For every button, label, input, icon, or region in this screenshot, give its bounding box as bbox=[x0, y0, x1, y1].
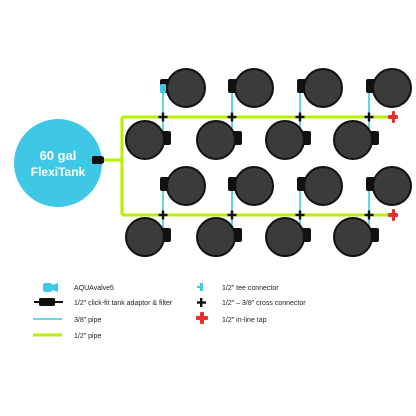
pot-lower-top-2 bbox=[228, 166, 274, 206]
cross-horizontal bbox=[295, 115, 305, 119]
cross-horizontal bbox=[295, 213, 305, 217]
pot-upper-bottom-1 bbox=[125, 120, 171, 160]
pot-body bbox=[333, 120, 373, 160]
pot-body bbox=[196, 120, 236, 160]
main-supply-pipe bbox=[104, 117, 124, 215]
cross-horizontal bbox=[158, 213, 168, 217]
legend-label-three-eighths-pipe: 3/8" pipe bbox=[74, 317, 102, 324]
inline-tap-1 bbox=[388, 111, 398, 123]
cross-connector-1-4 bbox=[364, 112, 374, 122]
flexitank-body bbox=[14, 119, 102, 207]
legend-label-inline-tap: 1/2" in-line tap bbox=[222, 317, 267, 324]
cross-horizontal bbox=[364, 213, 374, 217]
cross-connector-1-3 bbox=[295, 112, 305, 122]
pot-body bbox=[265, 217, 305, 257]
pot-lower-bottom-4 bbox=[333, 217, 379, 257]
inline-tap-icon bbox=[196, 312, 208, 324]
tee-connector-icon bbox=[197, 283, 203, 291]
tank-size-label: 60 gal bbox=[40, 148, 77, 163]
pot-body bbox=[234, 68, 274, 108]
pot-lower-bottom-1 bbox=[125, 217, 171, 257]
flexitank: 60 gal FlexiTank bbox=[14, 119, 104, 207]
tank-type-label: FlexiTank bbox=[31, 165, 86, 179]
legend-label-cross-connector: 1/2" – 3/8" cross connector bbox=[222, 300, 306, 307]
pot-body bbox=[125, 120, 165, 160]
tank-adaptor-filter-icon bbox=[34, 298, 63, 306]
inline-tap-2 bbox=[388, 209, 398, 221]
pot-body bbox=[125, 217, 165, 257]
pot-body bbox=[333, 217, 373, 257]
pot-lower-top-1 bbox=[160, 166, 206, 206]
pot-body bbox=[166, 166, 206, 206]
pot-body bbox=[166, 68, 206, 108]
tee-aquavalve bbox=[160, 84, 166, 93]
pot-upper-top-3 bbox=[297, 68, 343, 108]
pot-lower-bottom-3 bbox=[265, 217, 311, 257]
filter-body bbox=[92, 156, 103, 164]
legend-label-tee-connector: 1/2" tee connector bbox=[222, 285, 279, 292]
pot-body bbox=[372, 166, 412, 206]
pot-upper-top-1 bbox=[160, 68, 206, 108]
legend-label-half-pipe: 1/2" pipe bbox=[74, 333, 102, 340]
pot-body bbox=[303, 166, 343, 206]
tank-adaptor-filter bbox=[92, 156, 104, 164]
pot-upper-top-2 bbox=[228, 68, 274, 108]
pot-body bbox=[234, 166, 274, 206]
cross-connector-1-2 bbox=[227, 112, 237, 122]
legend: AQUAvalve5 1/2" click-fit tank adaptor &… bbox=[33, 283, 306, 340]
cross-horizontal bbox=[364, 115, 374, 119]
pot-upper-bottom-4 bbox=[333, 120, 379, 160]
pot-lower-top-4 bbox=[366, 166, 412, 206]
pot-upper-bottom-2 bbox=[196, 120, 242, 160]
pot-upper-bottom-3 bbox=[265, 120, 311, 160]
plant-pots bbox=[125, 68, 412, 257]
aquavalve-icon bbox=[43, 283, 58, 292]
legend-label-tank-adaptor: 1/2" click-fit tank adaptor & filter bbox=[74, 300, 173, 307]
pot-lower-top-3 bbox=[297, 166, 343, 206]
cross-horizontal bbox=[158, 115, 168, 119]
pot-upper-top-4 bbox=[366, 68, 412, 108]
tap-handle bbox=[392, 209, 395, 221]
cross-connector-2-3 bbox=[295, 210, 305, 220]
three-eighths-feeder-pipes bbox=[162, 88, 370, 231]
cross-horizontal bbox=[227, 213, 237, 217]
pot-body bbox=[372, 68, 412, 108]
cross-connector-1-1 bbox=[158, 112, 168, 122]
pot-body bbox=[303, 68, 343, 108]
pot-body bbox=[196, 217, 236, 257]
cross-connector-2-1 bbox=[158, 210, 168, 220]
tap-handle bbox=[392, 111, 395, 123]
pot-lower-bottom-2 bbox=[196, 217, 242, 257]
pot-body bbox=[265, 120, 305, 160]
cross-connector-icon bbox=[197, 298, 206, 307]
cross-connector-2-2 bbox=[227, 210, 237, 220]
tee-connector-upper bbox=[160, 84, 166, 93]
pipe-fittings bbox=[158, 84, 398, 221]
cross-connector-2-4 bbox=[364, 210, 374, 220]
legend-label-aquavalve: AQUAvalve5 bbox=[74, 285, 114, 292]
cross-horizontal bbox=[227, 115, 237, 119]
